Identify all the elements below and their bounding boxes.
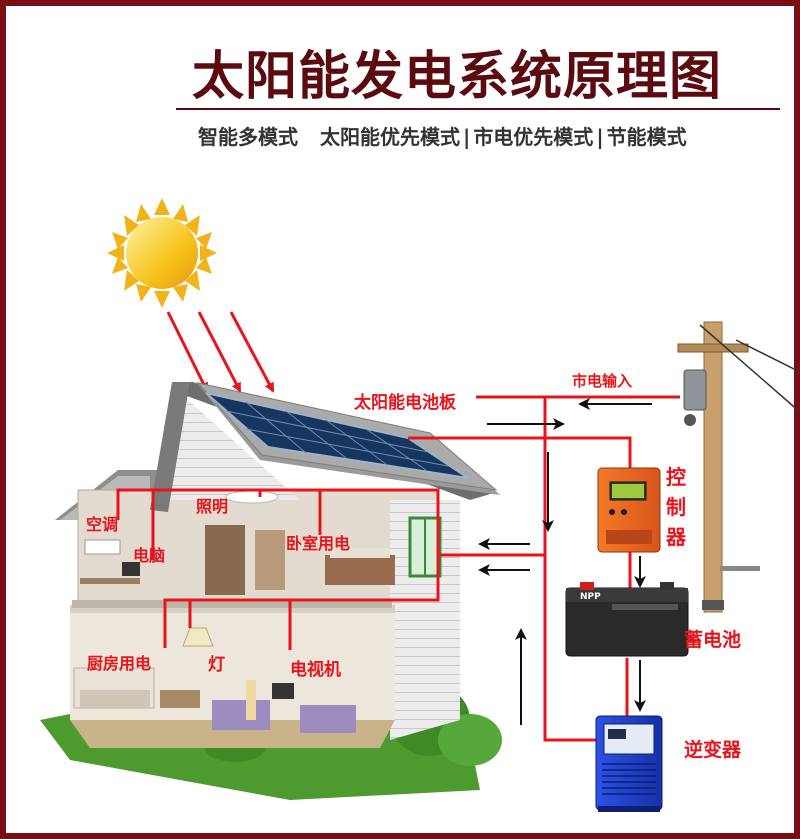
- controller-device: [597, 467, 661, 553]
- label-grid-input: 市电输入: [572, 372, 633, 390]
- inverter-device: [595, 715, 663, 812]
- frame-right: [794, 0, 800, 839]
- title-underline: [176, 108, 780, 110]
- label-air-conditioner: 空调: [86, 515, 119, 534]
- sun-icon: [107, 198, 217, 308]
- label-kitchen-power: 厨房用电: [87, 654, 152, 673]
- label-controller-char: 控: [666, 465, 686, 489]
- mode-solar-first: 太阳能优先模式: [320, 125, 460, 149]
- mode-energy-saving: 节能模式: [606, 125, 687, 149]
- battery-brand-label: NPP: [580, 592, 601, 602]
- label-solar-panel: 太阳能电池板: [354, 393, 456, 413]
- mode-separator: |: [596, 125, 604, 149]
- label-tv: 电视机: [290, 660, 341, 680]
- label-lamp: 灯: [208, 655, 225, 675]
- mode-smart: 智能多模式: [198, 125, 298, 149]
- label-inverter: 逆变器: [684, 739, 742, 761]
- house-wiring: [116, 488, 440, 650]
- label-battery: 蓄电池: [684, 629, 742, 651]
- label-controller-char: 器: [666, 525, 686, 549]
- frame-bottom: [0, 833, 800, 839]
- mode-separator: |: [463, 125, 471, 149]
- flow-arrows: [478, 398, 652, 725]
- solar-panel: [205, 392, 469, 479]
- page-title: 太阳能发电系统原理图: [192, 47, 723, 107]
- label-computer: 电脑: [133, 546, 166, 565]
- frame-top: [0, 0, 800, 6]
- label-bedroom-power: 卧室用电: [286, 534, 351, 553]
- system-wiring: [408, 395, 680, 742]
- mode-grid-first: 市电优先模式: [473, 125, 594, 149]
- sun-rays: [166, 311, 275, 393]
- frame-left: [0, 0, 6, 839]
- mode-list: 智能多模式太阳能优先模式|市电优先模式|节能模式: [198, 121, 687, 150]
- label-controller-char: 制: [666, 495, 686, 519]
- utility-pole: [677, 321, 800, 613]
- battery-device: [565, 582, 689, 657]
- label-controller: 控 制 器: [664, 462, 688, 552]
- label-lighting: 照明: [196, 497, 229, 516]
